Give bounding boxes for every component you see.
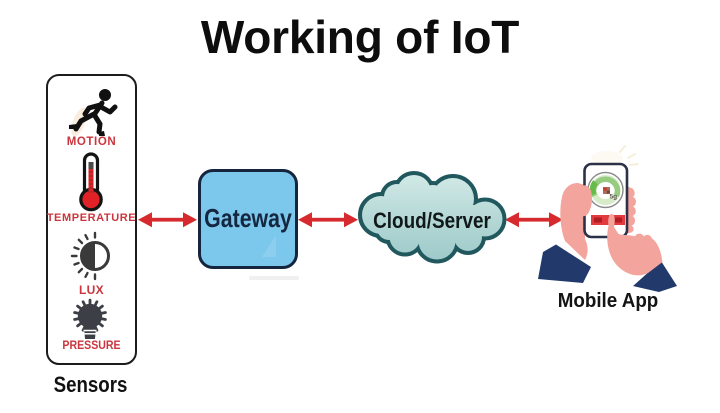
svg-text:5g: 5g [610,194,618,201]
